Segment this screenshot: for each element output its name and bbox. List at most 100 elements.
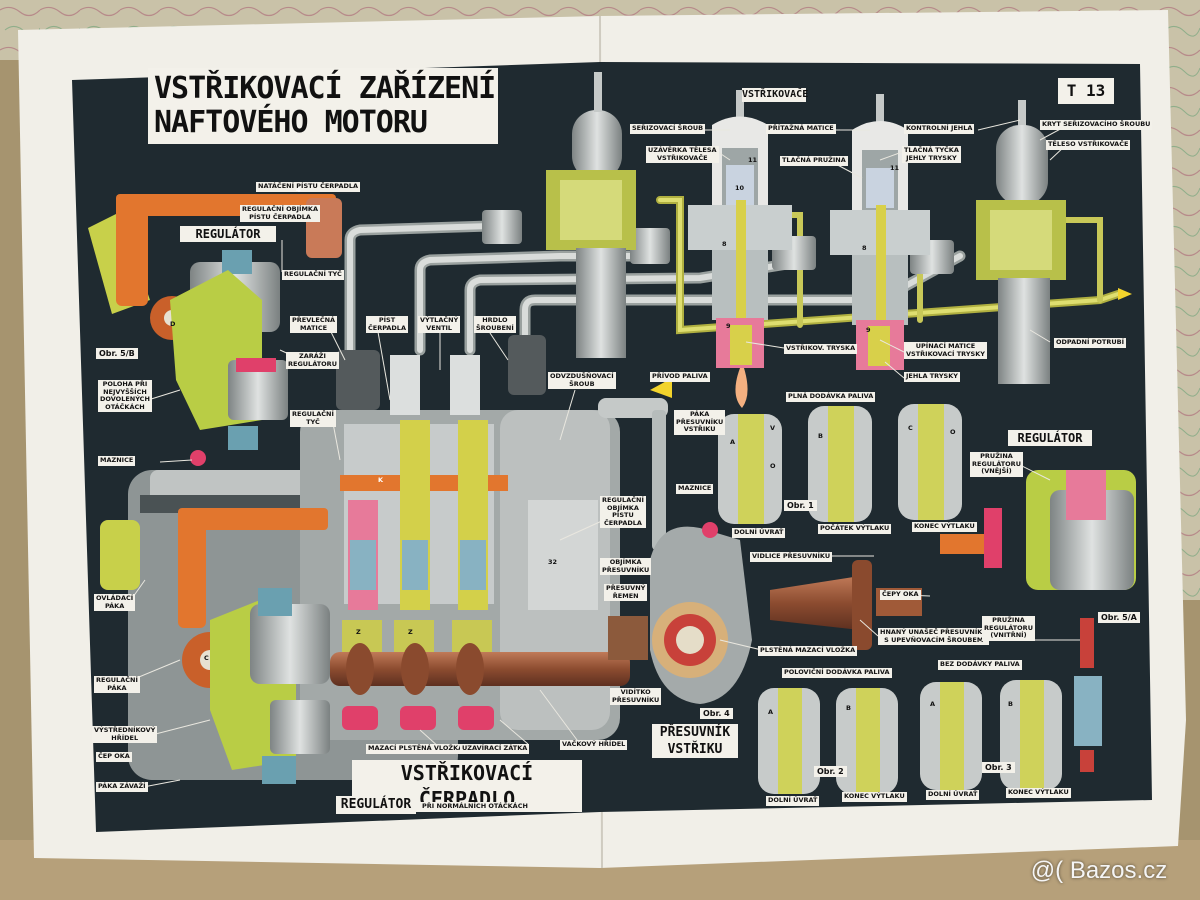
part-letter-k: K [378, 476, 384, 484]
injector-cutaway-2 [830, 94, 930, 370]
part-letter-v1: V [770, 424, 776, 432]
label-end-of-delivery-1: KONEC VÝTLAKU [912, 522, 977, 532]
label-bdc-2: DOLNÍ ÚVRAŤ [766, 796, 820, 806]
injection-timing-device [598, 378, 922, 704]
part-letter-z2: Z [408, 628, 413, 636]
label-bdc-3: DOLNÍ ÚVRAŤ [926, 790, 980, 800]
part-number-11b: 11 [890, 164, 900, 172]
regulator-left-title: REGULÁTOR [180, 226, 276, 242]
part-letter-a1: A [730, 438, 736, 446]
label-regulator-stop: ZARÁŽI REGULÁTORU [286, 352, 339, 369]
injectors-title: VSTŘIKOVAČE [742, 88, 809, 102]
obr2-figure-a [758, 688, 820, 794]
obr1-figure-a [718, 414, 782, 524]
label-delivery-valve: VÝTLAČNÝ VENTIL [418, 316, 461, 333]
pump-regulator-title: REGULÁTOR [336, 796, 416, 814]
label-grease-nipple-left: MAZNICE [98, 456, 136, 466]
label-control-rod-top: REGULAČNÍ TYČ [282, 270, 344, 280]
poster-title: VSTŘIKOVACÍ ZAŘÍZENÍ NAFTOVÉHO MOTORU [148, 68, 498, 144]
injector-left [546, 72, 636, 358]
timing-device-title: PŘESUVNÍK VSTŘIKU [652, 724, 738, 758]
pipe-nuts [482, 210, 954, 274]
label-timing-lever: PÁKA PŘESUVNÍKU VSTŘIKU [674, 410, 726, 435]
label-injector-body: TĚLESO VSTŘIKOVAČE [1046, 140, 1131, 150]
label-fuel-inlet: PŘÍVOD PALIVA [650, 372, 710, 382]
part-letter-o2: O [950, 428, 956, 436]
label-rotation-of-piston: NATÁČENÍ PÍSTU ČERPADLA [256, 182, 361, 192]
label-clamping-nut: PŘÍTAŽNÁ MATICE [766, 124, 836, 134]
watermark: @( Bazos.cz [1030, 857, 1168, 884]
label-timing-fork: VIDLICE PŘESUVNÍKU [750, 552, 833, 562]
part-number-11a: 11 [748, 156, 758, 164]
label-injector-body-cap: UZÁVĚRKA TĚLESA VSTŘIKOVAČE [646, 146, 719, 163]
label-eccentric-shaft: VÝSTŘEDNÍKOVÝ HŘÍDEL [92, 726, 158, 743]
label-push-rod: TLAČNÁ TYČKA JEHLY TRYSKY [902, 146, 961, 163]
return-arrow [1118, 288, 1132, 300]
label-weight-lever: PÁKA ZÁVAŽÍ [96, 782, 148, 792]
part-letter-b3: B [1008, 700, 1013, 708]
label-timing-sleeve: OBJÍMKA PŘESUVNÍKU [600, 558, 652, 575]
part-letter-z: Z [356, 628, 361, 636]
obr3-figure-a [920, 682, 982, 790]
regulator-right [940, 470, 1136, 772]
part-number-9b: 9 [866, 326, 871, 334]
label-end-of-delivery-2: KONEC VÝTLAKU [842, 792, 907, 802]
label-nozzle-clamping-nut: UPÍNACÍ MATICE VSTŘIKOVACÍ TRYSKY [904, 342, 987, 359]
label-piston-control-sleeve: REGULAČNÍ OBJÍMKA PÍSTU ČERPADLA [240, 205, 320, 222]
figure-tag-obr5a: Obr. 5/A [1098, 612, 1140, 623]
part-letter-c2: C [204, 654, 209, 662]
label-at-normal-speed: PŘI NORMÁLNÍCH OTÁČKÁCH [420, 802, 530, 812]
label-union-neck: HRDLO ŠROUBENÍ [474, 316, 516, 333]
label-start-of-delivery: POČÁTEK VÝTLAKU [818, 524, 892, 534]
label-felt-lubricating-pad: MAZACÍ PLSTĚNÁ VLOŽKA [366, 744, 466, 754]
obr2-figure-b [836, 688, 898, 794]
poster-code: T 13 [1058, 78, 1114, 104]
figure-tag-obr4: Obr. 4 [700, 708, 733, 719]
part-number-8a: 8 [722, 240, 727, 248]
figure-tag-obr5b: Obr. 5/B [96, 348, 138, 359]
label-bdc-1: DOLNÍ ÚVRAŤ [732, 528, 786, 538]
figure-tag-obr1: Obr. 1 [784, 500, 817, 511]
label-eye-pin-left: ČEP OKA [96, 752, 132, 762]
obr1-figure-b [808, 406, 872, 522]
label-position-at-max-speed: POLOHA PŘI NEJVYŠŠÍCH DOVOLENÝCH OTÁČKÁC… [98, 380, 152, 412]
part-letter-d: D [170, 320, 176, 328]
label-union-nut: PŘEVLEČNÁ MATICE [290, 316, 338, 333]
part-number-4: 4 [296, 186, 301, 194]
part-letter-c1: C [908, 424, 913, 432]
injector-cutaway-1 [688, 90, 792, 408]
plunger-detail-figures [718, 404, 1062, 794]
part-letter-a3: A [930, 700, 936, 708]
figure-tag-obr3: Obr. 3 [982, 762, 1015, 773]
label-timing-indicator: VIDÍTKO PŘESUVNÍKU [610, 688, 662, 705]
label-regulating-lever: REGULAČNÍ PÁKA [94, 676, 140, 693]
label-piston-regulating-sleeve: REGULAČNÍ OBJÍMKA PÍSTU ČERPADLA [600, 496, 646, 528]
label-control-rod-mid: REGULAČNÍ TYČ [290, 410, 336, 427]
fuel-pipes [344, 196, 1122, 356]
part-letter-a2: A [768, 708, 774, 716]
label-full-fuel-delivery: PLNÁ DODÁVKA PALIVA [786, 392, 876, 402]
part-number-8b: 8 [862, 244, 867, 252]
label-bleed-screw: ODVZDUŠŇOVACÍ ŠROUB [548, 372, 616, 389]
label-closing-plug: UZAVÍRACÍ ZÁTKA [460, 744, 530, 754]
part-letter-o1: O [770, 462, 776, 470]
label-adjusting-screw-cover: KRYT SEŘIZOVACÍHO ŠROUBU [1040, 120, 1153, 130]
figure-tag-obr2: Obr. 2 [814, 766, 847, 777]
label-injector-nozzle: VSTŘIKOV. TRYSKA [784, 344, 858, 354]
label-adjusting-screw: SEŘIZOVACÍ ŠROUB [630, 124, 706, 134]
label-camshaft: VAČKOVÝ HŘÍDEL [560, 740, 628, 750]
label-end-of-delivery-3: KONEC VÝTLAKU [1006, 788, 1071, 798]
label-pump-piston: PÍST ČERPADLA [366, 316, 408, 333]
label-driven-coupling: HNANÝ UNAŠEČ PŘESUVNÍKU S UPEVŇOVACÍM ŠR… [878, 628, 990, 645]
part-number-32: 32 [548, 558, 558, 566]
label-return-pipe: ODPADNÍ POTRUBÍ [1054, 338, 1127, 348]
label-compression-spring: TLAČNÁ PRUŽINA [780, 156, 848, 166]
regulator-right-title: REGULÁTOR [1008, 430, 1092, 446]
part-number-10: 10 [735, 184, 745, 192]
label-no-fuel-delivery: BEZ DODÁVKY PALIVA [938, 660, 1022, 670]
label-eye-pins: ČEPY OKA [880, 590, 921, 600]
obr1-figure-c [898, 404, 962, 520]
part-letter-b1: B [818, 432, 823, 440]
injection-pump [100, 335, 648, 784]
